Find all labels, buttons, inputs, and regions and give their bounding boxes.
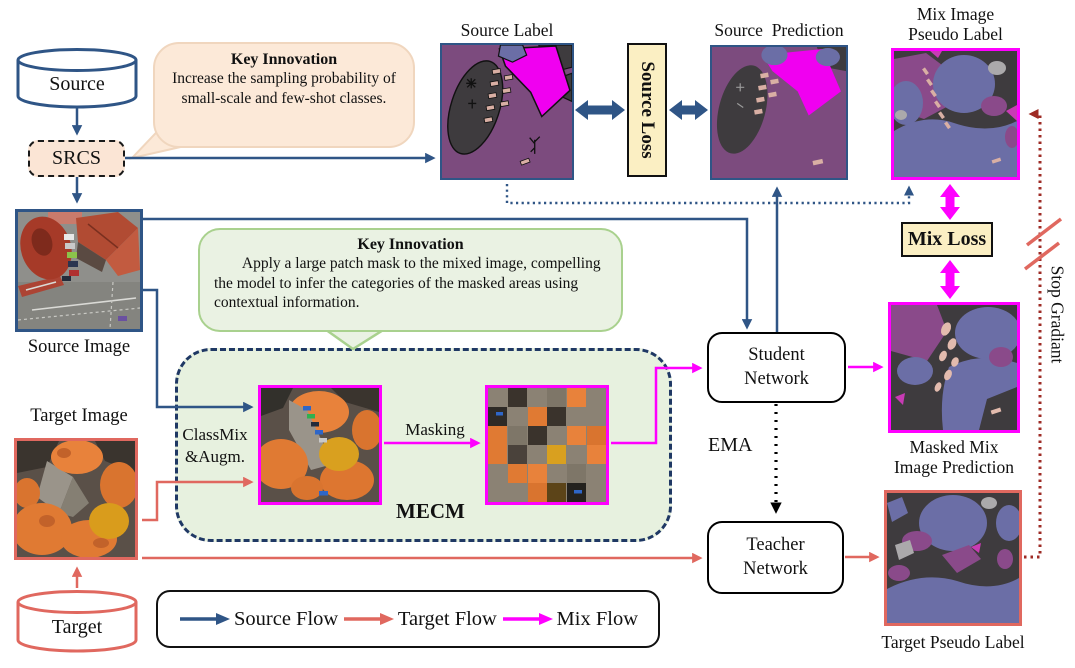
classmix-augm-label: ClassMix &Augm. <box>182 425 248 467</box>
target-flow-arrow-icon <box>343 613 394 625</box>
mecm-label: MECM <box>396 499 465 523</box>
mixed-aerial-photo <box>261 388 379 502</box>
cylinder-icon <box>16 590 138 653</box>
masked-mix-prediction-map <box>888 302 1020 433</box>
source-db-label: Source <box>49 73 105 95</box>
source-prediction-caption: Source Prediction <box>714 20 844 40</box>
masking-label: Masking <box>405 420 465 439</box>
mix-loss-node: Mix Loss <box>901 222 993 257</box>
target-db-label: Target <box>51 616 103 638</box>
target-image <box>14 438 138 560</box>
mix-flow-arrow-icon <box>502 613 553 625</box>
srcs-callout-body: Increase the sampling probability of sma… <box>172 70 396 107</box>
legend-mix-flow: Mix Flow <box>501 608 638 631</box>
source-label-map <box>440 43 574 180</box>
source-flow-arrow-icon <box>180 613 230 625</box>
mix-pseudo-label-caption: Mix Image Pseudo Label <box>908 4 1003 45</box>
mix-pseudo-label-segmentation <box>894 51 1017 177</box>
target-image-caption: Target Image <box>30 406 128 426</box>
masked-mix-prediction-caption: Masked Mix Image Prediction <box>893 437 1015 478</box>
mecm-callout-body: Apply a large patch mask to the mixed im… <box>214 255 601 312</box>
srcs-callout: Key Innovation Increase the sampling pro… <box>153 42 415 148</box>
target-pseudo-label-map <box>884 490 1022 626</box>
target-aerial-photo <box>17 441 135 557</box>
target-pseudo-label-caption: Target Pseudo Label <box>881 632 1025 652</box>
ema-label: EMA <box>708 434 753 456</box>
masked-mix-prediction-segmentation <box>891 305 1017 430</box>
source-loss-label: Source Loss <box>637 61 658 159</box>
source-database: Source <box>15 47 139 109</box>
cylinder-icon <box>16 48 138 109</box>
source-aerial-photo <box>18 212 140 329</box>
source-label-segmentation <box>442 45 572 178</box>
mixed-image <box>258 385 382 505</box>
srcs-node: SRCS <box>28 140 125 177</box>
stop-gradient-line <box>1024 108 1042 559</box>
mix-loss-label: Mix Loss <box>907 228 987 250</box>
legend-source-flow: Source Flow <box>178 608 338 631</box>
source-prediction-map <box>710 45 848 180</box>
teacher-network-node: Teacher Network <box>707 521 844 594</box>
student-network-node: Student Network <box>707 332 846 403</box>
mecm-callout: Key Innovation Apply a large patch mask … <box>198 228 623 332</box>
masked-image <box>485 385 609 505</box>
flow-legend: Source Flow Target Flow Mix Flow <box>156 590 660 648</box>
source-image-caption: Source Image <box>27 337 131 357</box>
source-loss-node <box>627 43 667 177</box>
masked-aerial-photo <box>488 388 606 502</box>
srcs-callout-title: Key Innovation <box>230 51 338 68</box>
source-label-caption: Source Label <box>460 20 554 40</box>
target-pseudo-label-segmentation <box>887 493 1019 623</box>
source-image <box>15 209 143 332</box>
legend-target-flow: Target Flow <box>342 608 497 631</box>
srcs-label: SRCS <box>52 147 101 169</box>
target-database: Target <box>15 589 139 653</box>
stop-gradient-label: Stop Gradiant <box>1047 265 1068 364</box>
source-prediction-segmentation <box>712 47 846 178</box>
mecm-callout-title: Key Innovation <box>357 236 464 253</box>
mix-pseudo-label-map <box>891 48 1020 180</box>
